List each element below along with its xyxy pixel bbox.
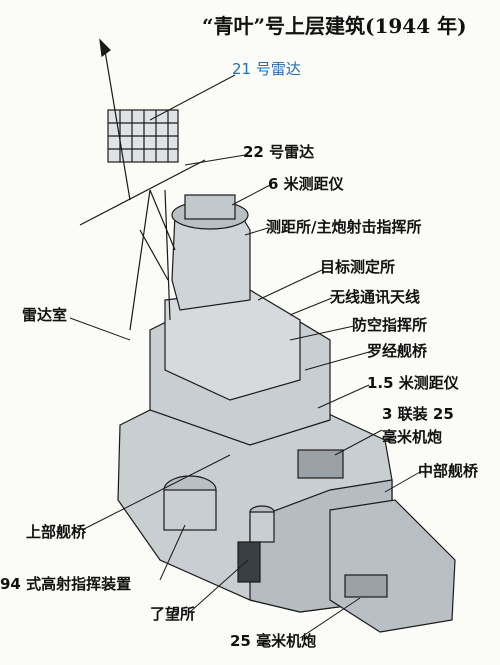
leader-radio-antenna — [289, 297, 333, 316]
label-compass-bridge: 罗经舰桥 — [367, 342, 428, 360]
leader-rangefinder-1-5m — [317, 384, 370, 409]
label-triple-25mm-1: 3 联装 25 — [382, 405, 454, 423]
leader-25mm-gun — [299, 597, 361, 639]
label-rangefinder-1-5m: 1.5 米测距仪 — [367, 374, 459, 392]
door-panel — [237, 541, 261, 583]
tripod-mast — [129, 189, 176, 331]
diagram-title: “青叶”号上层建筑(1944 年) — [202, 14, 467, 38]
label-target-station: 目标测定所 — [320, 258, 396, 276]
label-rangefinder-6m: 6 米测距仪 — [268, 175, 344, 193]
label-radar-21: 21 号雷达 — [232, 60, 301, 78]
leader-radar-21 — [149, 74, 236, 121]
label-type-94: 94 式高射指挥装置 — [0, 575, 132, 593]
label-triple-25mm-2: 毫米机炮 — [382, 428, 443, 446]
leader-triple-25mm — [334, 429, 383, 456]
label-upper-bridge: 上部舰桥 — [26, 523, 87, 541]
mast-yard — [79, 159, 206, 226]
leader-lookout — [189, 559, 249, 613]
leader-rangefinder-6m — [231, 184, 271, 206]
label-radar-room: 雷达室 — [22, 306, 68, 324]
leader-fire-control — [244, 227, 269, 236]
label-mid-bridge: 中部舰桥 — [418, 462, 479, 480]
leader-aa-command — [289, 325, 355, 341]
leader-radar-22 — [184, 154, 246, 166]
leader-upper-bridge — [81, 454, 231, 531]
label-lookout: 了望所 — [150, 605, 196, 623]
label-radar-22: 22 号雷达 — [243, 143, 315, 161]
leader-mid-bridge — [384, 471, 421, 493]
lookout-post — [249, 511, 275, 543]
leader-target-station — [257, 269, 323, 301]
mid-bridge-deck — [329, 499, 456, 633]
label-radio-antenna: 无线通讯天线 — [330, 288, 421, 306]
leader-compass-bridge — [304, 351, 370, 371]
label-aa-command: 防空指挥所 — [352, 316, 428, 334]
mast-pole — [103, 44, 131, 201]
label-fire-control: 测距所/主炮射击指挥所 — [266, 218, 422, 236]
label-25mm-gun: 25 毫米机炮 — [230, 632, 317, 650]
25mm-gun-mount — [344, 574, 388, 598]
leader-type-94 — [159, 524, 186, 581]
flag-icon — [99, 38, 111, 58]
director-top — [184, 194, 236, 220]
leader-radar-room — [69, 317, 131, 341]
